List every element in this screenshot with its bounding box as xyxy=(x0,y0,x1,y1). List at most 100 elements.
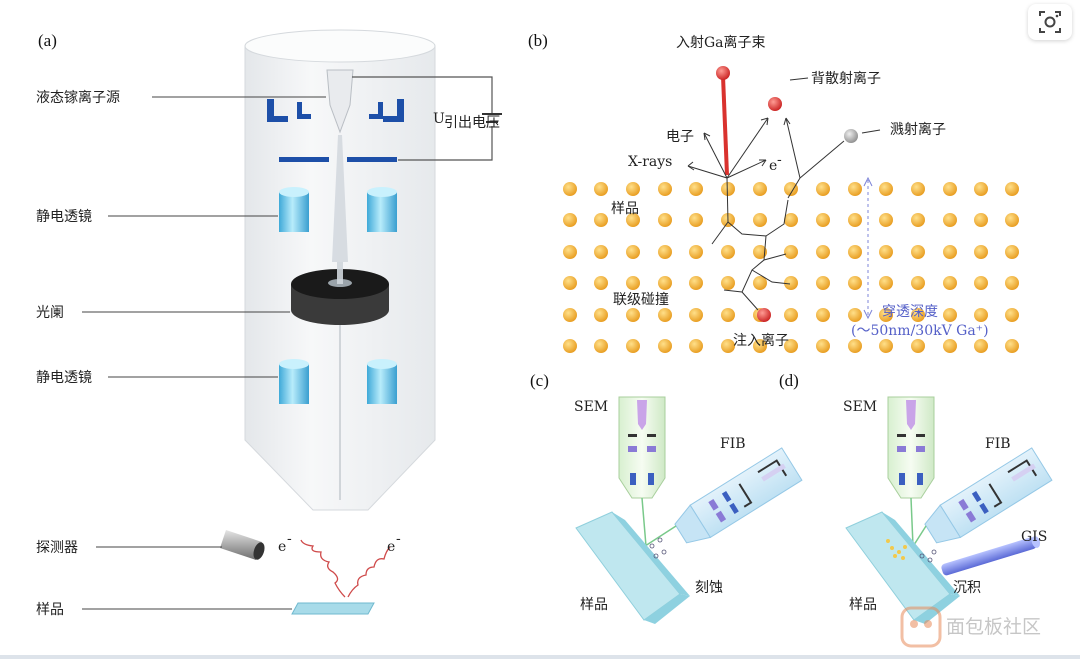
atom xyxy=(848,339,862,353)
label-backscatter: 背散射离子 xyxy=(811,70,881,87)
atom xyxy=(974,276,988,290)
lens-scan-icon xyxy=(1039,11,1061,33)
panel-a-leaders xyxy=(82,96,326,610)
atom xyxy=(911,182,925,196)
atom xyxy=(816,182,830,196)
atom xyxy=(689,245,703,259)
svg-text:-: - xyxy=(287,531,292,547)
atom xyxy=(721,308,735,322)
label-depth: 穿透深度 xyxy=(882,304,938,320)
gis-needle xyxy=(941,536,1041,576)
atom xyxy=(816,213,830,227)
atom xyxy=(689,339,703,353)
atom xyxy=(1005,308,1019,322)
implanted-ion xyxy=(757,308,771,322)
atom xyxy=(626,213,640,227)
atom xyxy=(1005,245,1019,259)
atom xyxy=(974,245,988,259)
atom xyxy=(689,182,703,196)
atom xyxy=(594,308,608,322)
panel-a-label: (a) xyxy=(38,31,57,50)
atom xyxy=(943,308,957,322)
atom xyxy=(753,339,767,353)
atom xyxy=(658,276,672,290)
atom xyxy=(879,245,893,259)
atom xyxy=(1005,276,1019,290)
atom xyxy=(848,213,862,227)
atom xyxy=(563,276,577,290)
label-ion-source: 液态镓离子源 xyxy=(36,89,120,106)
label-sem-c: SEM xyxy=(574,399,608,415)
voltage-label: 引出电压 xyxy=(444,115,500,131)
atom xyxy=(658,182,672,196)
atom xyxy=(974,182,988,196)
atom xyxy=(848,308,862,322)
atom xyxy=(943,182,957,196)
label-fib-d: FIB xyxy=(985,436,1011,452)
collision-cascade xyxy=(711,177,791,311)
electron-label-right: e xyxy=(387,539,395,555)
atom xyxy=(594,182,608,196)
atom xyxy=(848,276,862,290)
atom xyxy=(911,245,925,259)
incident-ion xyxy=(716,66,730,80)
atom xyxy=(848,182,862,196)
emission-rays xyxy=(687,77,881,199)
atom xyxy=(721,245,735,259)
atom xyxy=(974,213,988,227)
svg-text:-: - xyxy=(777,152,782,168)
atom xyxy=(879,213,893,227)
atom xyxy=(626,308,640,322)
atom xyxy=(1005,213,1019,227)
atom xyxy=(753,213,767,227)
label-depth-value: (～50nm/30kV Ga⁺) xyxy=(851,323,989,339)
atom xyxy=(784,308,798,322)
extractor-electrodes xyxy=(267,99,404,162)
svg-text:-: - xyxy=(396,531,401,547)
electrostatic-lens-bottom xyxy=(279,359,397,404)
dual-beam-deposition-setup xyxy=(845,396,1053,624)
backscattered-ion xyxy=(768,97,782,111)
aperture xyxy=(291,262,389,325)
dual-beam-etch-setup xyxy=(575,396,803,624)
atom xyxy=(879,339,893,353)
atom xyxy=(911,213,925,227)
bottom-edge-bar xyxy=(0,655,1080,659)
atom xyxy=(816,276,830,290)
atom xyxy=(658,339,672,353)
atom xyxy=(784,245,798,259)
atom xyxy=(816,339,830,353)
electrostatic-lens-top xyxy=(279,187,397,232)
atom xyxy=(626,276,640,290)
atom xyxy=(943,276,957,290)
label-fib-c: FIB xyxy=(720,436,746,452)
label-sample-d: 样品 xyxy=(849,597,877,613)
atom xyxy=(816,308,830,322)
label-lens-bottom: 静电透镜 xyxy=(36,370,92,386)
sample-plate xyxy=(291,602,375,615)
panel-d-label: (d) xyxy=(779,371,799,390)
lens-scan-button[interactable] xyxy=(1028,4,1072,40)
atom xyxy=(784,339,798,353)
atom xyxy=(689,308,703,322)
atom xyxy=(911,276,925,290)
label-implant: 注入离子 xyxy=(733,332,789,349)
atom xyxy=(658,213,672,227)
electron-path-left xyxy=(300,539,346,598)
watermark-text: 面包板社区 xyxy=(946,616,1041,638)
atom xyxy=(784,213,798,227)
atom xyxy=(816,245,830,259)
label-etch: 刻蚀 xyxy=(695,580,723,596)
atom xyxy=(563,339,577,353)
atom xyxy=(626,339,640,353)
atom xyxy=(879,182,893,196)
panel-c-label: (c) xyxy=(530,371,549,390)
atom xyxy=(1005,182,1019,196)
electron-label-left: e xyxy=(278,539,286,555)
atom xyxy=(943,213,957,227)
atom xyxy=(594,339,608,353)
atom xyxy=(943,339,957,353)
atom xyxy=(689,213,703,227)
